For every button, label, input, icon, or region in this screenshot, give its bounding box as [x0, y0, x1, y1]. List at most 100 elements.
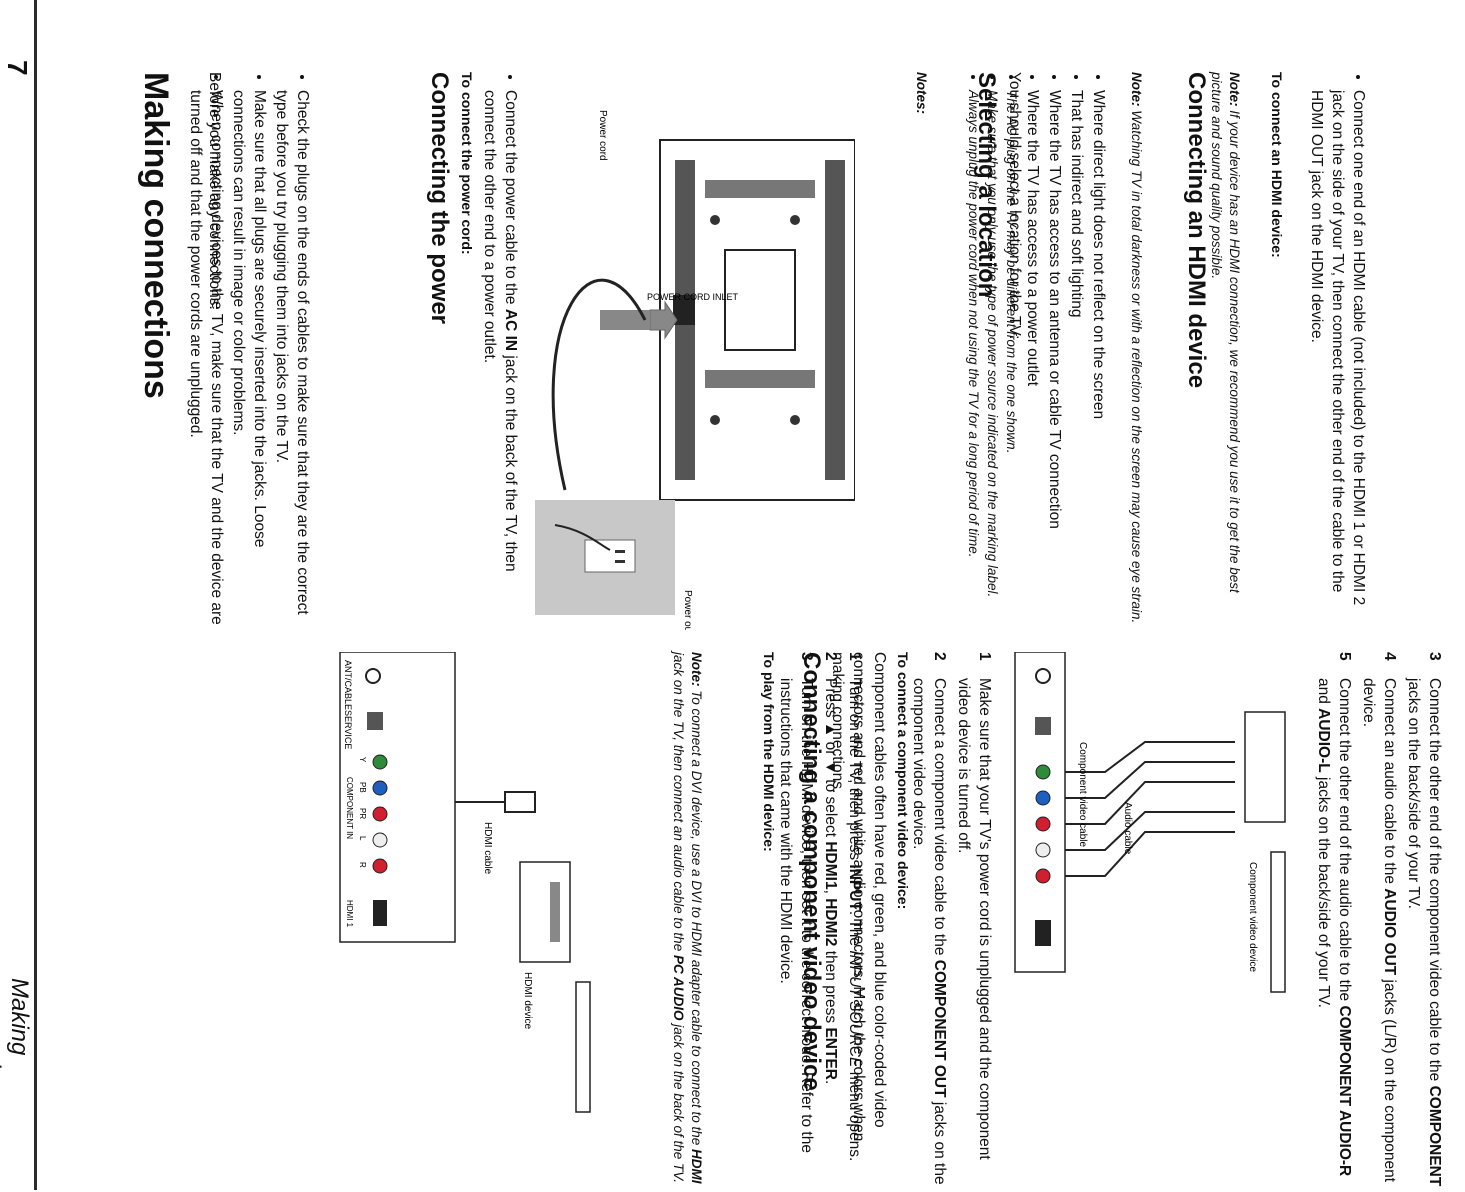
- making-connections-title: Making connections: [137, 72, 175, 399]
- hdmi-note: Note: If your device has an HDMI connect…: [1207, 72, 1243, 632]
- dvi-note-b1: HDMI: [689, 1149, 704, 1184]
- side-panel: ANT/CABLE SERVICE Y PB PR L R COMPONENT …: [339, 652, 456, 943]
- dvi-note-t3: jack on the back of the TV.: [671, 1020, 686, 1184]
- location-bullet: Where the TV has access to an antenna or…: [1044, 90, 1065, 632]
- component-device-label: Component video device: [1247, 862, 1258, 973]
- tv-back-panel: [659, 139, 855, 501]
- component-device-icon: [1244, 711, 1286, 993]
- dvi-note: Note: To connect a DVI device, use a DVI…: [669, 652, 705, 1192]
- r-jack: [372, 858, 388, 874]
- r-label: R: [358, 862, 367, 868]
- l-jack: [372, 832, 388, 848]
- power-step: Connect the power cable to the AC IN jac…: [478, 72, 521, 612]
- hdmi1-label: HDMI 1: [345, 900, 354, 928]
- component-jack-label: COMPONENT: [1426, 1085, 1443, 1187]
- location-title: Selecting a location: [973, 72, 1000, 298]
- step-number: 3: [1426, 652, 1443, 661]
- power-cord-label: Power cord: [597, 110, 608, 161]
- component-s3-post: jacks on the back/side of your TV.: [1405, 678, 1422, 909]
- location-note-label: Note:: [1129, 72, 1144, 107]
- hdmi-connection-figure: ANT/CABLE SERVICE Y PB PR L R COMPONENT …: [339, 652, 591, 1113]
- ant-cable-label: ANT/CABLE: [343, 660, 353, 710]
- service-label: SERVICE: [343, 710, 353, 749]
- component-s5-mid: and: [1315, 678, 1332, 709]
- audio-out-label: AUDIO OUT: [1381, 888, 1398, 976]
- running-header: Making connections: [0, 978, 33, 1107]
- component-audio-r-label: COMPONENT AUDIO-R: [1336, 1005, 1353, 1177]
- page-number: 7: [2, 60, 33, 76]
- power-cord-inlet-label: POWER CORD INLET: [647, 292, 739, 302]
- component-out-label: COMPONENT OUT: [931, 959, 948, 1098]
- hdmi-step: Connect one end of an HDMI cable (not in…: [1305, 72, 1369, 632]
- component-side-panel: [1014, 652, 1066, 973]
- making-bullets: Check the plugs on the ends of cables to…: [184, 72, 313, 627]
- step-number: 5: [1336, 652, 1353, 661]
- pr-label: PR: [358, 808, 367, 819]
- component-s5-pre: Connect the other end of the audio cable…: [1336, 678, 1353, 1006]
- component-s1: Make sure that your TV's power cord is u…: [955, 678, 993, 1160]
- component-in-label: COMPONENT IN: [345, 777, 354, 839]
- component-s5-post: jacks on the back/side of your TV.: [1315, 772, 1332, 1008]
- location-note-text: Watching TV in total darkness or with a …: [1129, 106, 1144, 624]
- notes-title: Notes:: [914, 72, 929, 115]
- hand-icon: [554, 524, 611, 551]
- component-title: Connecting a component video device: [798, 652, 825, 1091]
- location-bullets: Where direct light does not reflect on t…: [1021, 72, 1109, 632]
- component-s3-pre: Connect the other end of the component v…: [1426, 678, 1443, 1086]
- power-connection-figure: POWER CORD INLET Power cord Power outlet: [535, 110, 855, 630]
- component-cables: [1065, 741, 1235, 877]
- dvi-note-label: Note:: [689, 652, 704, 687]
- service-jack: [367, 712, 383, 730]
- component-connection-figure: Component video cable Audio cable Compon…: [1014, 652, 1286, 993]
- hdmi1-jack: [373, 900, 387, 926]
- component-s2-pre: Connect a component video cable to the: [931, 678, 948, 960]
- making-bullet: Make sure that all plugs are securely in…: [228, 90, 270, 627]
- pb-label: PB: [358, 782, 367, 793]
- hdmi-subhead: To connect an HDMI device:: [1269, 72, 1285, 258]
- hdmi-cable-label: HDMI cable: [482, 822, 493, 875]
- component-intro: Component cables often have red, green, …: [829, 652, 888, 1142]
- y-jack: [372, 754, 388, 770]
- dvd-player-icon: [519, 861, 591, 1113]
- component-cable-label: Component video cable: [1077, 742, 1088, 848]
- location-bullet: Where the TV has access to a power outle…: [1022, 90, 1043, 632]
- l-label: L: [358, 836, 367, 841]
- rear-panel-figure: [235, 652, 325, 1162]
- power-cord-icon: [551, 278, 647, 491]
- hdmi-title: Connecting an HDMI device: [1183, 72, 1210, 389]
- making-bullet: When connecting devices to the TV, make …: [185, 90, 227, 627]
- dvi-note-b2: PC AUDIO: [671, 954, 686, 1021]
- step-number: 1: [976, 652, 993, 661]
- step-number: 2: [931, 652, 948, 661]
- y-label: Y: [358, 757, 367, 763]
- arrow-shaft: [600, 310, 650, 330]
- hdmi-step-text: Connect one end of an HDMI cable (not in…: [1306, 90, 1369, 632]
- ant-jack: [365, 668, 381, 684]
- pb-jack: [372, 780, 388, 796]
- hdmi-note-label: Note:: [1227, 72, 1242, 107]
- arrow-icon: [649, 300, 678, 340]
- pr-jack: [372, 806, 388, 822]
- power-title: Connecting the power: [426, 72, 453, 324]
- location-note: Note: Watching TV in total darkness or w…: [1127, 72, 1145, 632]
- hdmi-device-label: HDMI device: [522, 972, 533, 1030]
- location-bullet: That has indirect and soft lighting: [1066, 90, 1087, 632]
- dvi-note-t1: To connect a DVI device, use a DVI to HD…: [689, 686, 704, 1150]
- audio-l-label: AUDIO-L: [1315, 708, 1332, 773]
- hdmi-note-text: If your device has an HDMI connection, w…: [1209, 72, 1242, 593]
- making-bullet: Check the plugs on the ends of cables to…: [271, 90, 313, 627]
- step-number: 4: [1381, 652, 1398, 661]
- dvi-note-t2: jack on the TV, then connect an audio ca…: [671, 652, 686, 955]
- ac-in-label: AC IN: [502, 308, 519, 352]
- component-s4-pre: Connect an audio cable to the: [1381, 678, 1398, 889]
- header-rule: [34, 0, 37, 1190]
- hdmi-plug-icon: [504, 791, 536, 813]
- power-subhead: To connect the power cord:: [459, 72, 475, 255]
